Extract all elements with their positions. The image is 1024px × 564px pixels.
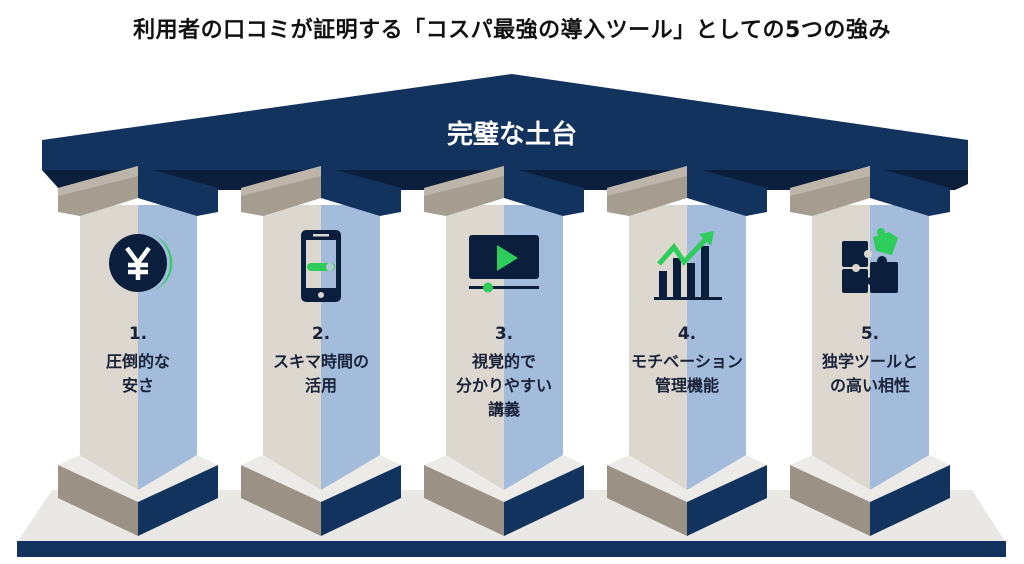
pillar-text: モチベーション [631,352,743,371]
pillar-text: 分かりやすい [455,376,552,395]
pillar-text: 講義 [487,400,520,419]
pillar-text: 視覚的で [471,352,536,371]
video-player-icon [469,235,539,293]
pillar-text: スキマ時間の [272,352,369,371]
smartphone-icon [301,230,341,302]
pillar-text: 活用 [304,376,337,395]
pillar-label-3: 3. 視覚的で 分かりやすい 講義 [414,322,594,422]
pillar-number: 1. [128,324,148,344]
pillar-text: 圧倒的な [105,352,170,371]
roof-label: 完璧な土台 [446,120,577,150]
pillar-number: 4. [677,324,697,344]
pillar-label-2: 2. スキマ時間の 活用 [231,322,411,398]
pillar-number: 2. [311,324,331,344]
pillar-label-1: 1. 圧倒的な 安さ [48,322,228,398]
pillar-number: 5. [860,324,880,344]
pillar-label-4: 4. モチベーション 管理機能 [597,322,777,398]
puzzle-icon [842,228,898,293]
pillar-text: の高い相性 [829,376,910,395]
growth-chart-icon [654,231,722,300]
pillar-number: 3. [494,324,514,344]
pillar-text: 管理機能 [654,376,719,395]
platform-edge [17,541,1006,557]
roof [42,74,968,170]
yen-coin-icon [109,234,173,292]
pillar-label-5: 5. 独学ツールと の高い相性 [780,322,960,398]
pillar-text: 安さ [121,376,154,395]
pillar-text: 独学ツールと [821,352,918,371]
page-title: 利用者の口コミが証明する「コスパ最強の導入ツール」としての5つの強み [133,18,891,43]
